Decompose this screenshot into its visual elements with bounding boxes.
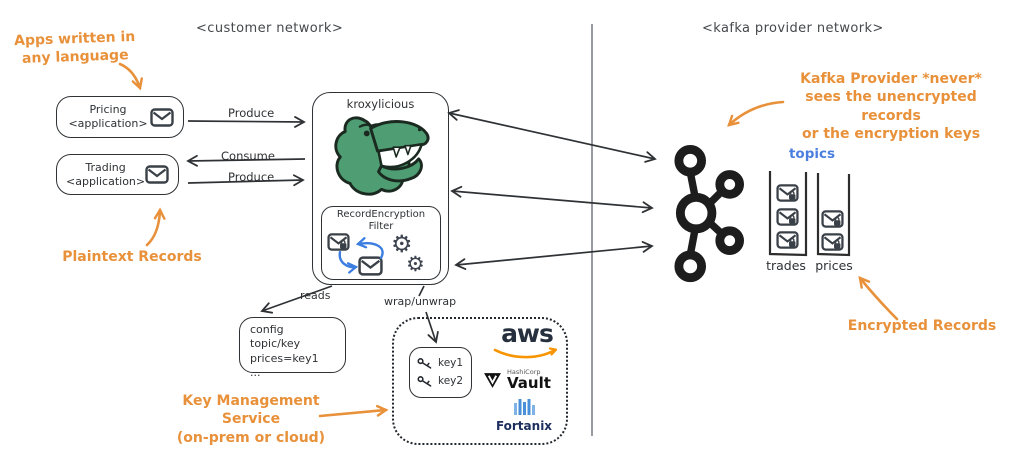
key-icon xyxy=(417,358,434,369)
fortanix-label: Fortanix xyxy=(495,419,553,433)
fortanix-icon xyxy=(514,399,535,415)
key-icon xyxy=(417,376,434,387)
reads-label: reads xyxy=(300,289,331,302)
aws-logo: aws xyxy=(488,321,566,365)
encrypted-message-icon xyxy=(821,233,844,251)
message-icon xyxy=(150,108,174,127)
kms-annotation-arrow xyxy=(318,404,389,418)
gear-icon: ⚙ xyxy=(391,230,413,258)
key-name: key1 xyxy=(438,357,464,369)
apps-annotation-arrow xyxy=(118,62,143,91)
trading-application-box: Trading<application> xyxy=(56,154,179,195)
vault-label: Vault xyxy=(507,373,551,392)
proxy-kafka-arrow-3 xyxy=(454,240,654,271)
key-list-box: key1 key2 xyxy=(409,347,472,398)
proxy-kafka-arrow-1 xyxy=(447,109,657,163)
message-icon xyxy=(145,165,169,184)
topics-label: topics xyxy=(788,146,836,162)
apps-annotation: Apps written in any language xyxy=(13,28,136,68)
encrypted-annotation-arrow xyxy=(858,276,899,321)
kms-box xyxy=(392,317,568,445)
gear-icon: ⚙ xyxy=(406,252,425,276)
key-management-annotation: Key Management Service (on-prem or cloud… xyxy=(176,393,326,446)
encrypted-message-icon xyxy=(327,233,350,251)
key-row: key2 xyxy=(417,372,471,390)
produce-bottom-label: Produce xyxy=(228,170,275,184)
encrypted-message-icon xyxy=(776,208,799,226)
trading-application-label: Trading<application> xyxy=(66,160,146,188)
consume-label: Consume xyxy=(221,149,275,163)
encrypted-message-icon xyxy=(776,231,799,249)
encrypted-message-icon xyxy=(821,210,844,228)
aws-smile-icon xyxy=(493,347,558,359)
pricing-application-box: Pricing<application> xyxy=(56,96,184,138)
fortanix-logo: Fortanix xyxy=(494,397,554,433)
kafka-provider-network-header: <kafka provider network> xyxy=(702,21,884,36)
network-divider xyxy=(591,24,594,436)
plaintext-annotation-arrow xyxy=(145,207,166,247)
encrypted-message-icon xyxy=(776,184,799,202)
produce-top-arrow xyxy=(187,116,306,128)
provider-never-annotation: Kafka Provider *never* sees the unencryp… xyxy=(800,71,982,143)
customer-network-header: <customer network> xyxy=(196,21,344,36)
provider-never-annotation-arrow xyxy=(727,100,785,127)
topic-prices-label: prices xyxy=(815,258,853,273)
hashicorp-label: HashiCorp xyxy=(507,368,541,376)
key-name: key2 xyxy=(438,375,464,387)
vault-logo: HashiCorp Vault xyxy=(483,369,567,391)
kafka-logo xyxy=(674,144,744,283)
aws-logo-text: aws xyxy=(501,319,554,348)
pricing-application-label: Pricing<application> xyxy=(68,103,148,130)
record-encryption-filter-title: RecordEncryption Filter xyxy=(336,209,426,232)
crocodile-logo xyxy=(334,116,430,196)
key-row: key1 xyxy=(417,354,471,372)
topic-trades-label: trades xyxy=(766,258,806,273)
kroxylicious-title: kroxylicious xyxy=(346,97,415,111)
encrypted-records-annotation: Encrypted Records xyxy=(847,318,997,334)
proxy-kafka-arrow-2 xyxy=(450,185,654,214)
config-topic-box: config topic/key prices=key1 ... xyxy=(239,317,346,379)
wrap-unwrap-label: wrap/unwrap xyxy=(384,295,457,308)
produce-top-label: Produce xyxy=(228,106,275,120)
vault-icon xyxy=(484,372,501,388)
plaintext-records-annotation: Plaintext Records xyxy=(62,249,202,265)
message-icon xyxy=(358,256,383,276)
